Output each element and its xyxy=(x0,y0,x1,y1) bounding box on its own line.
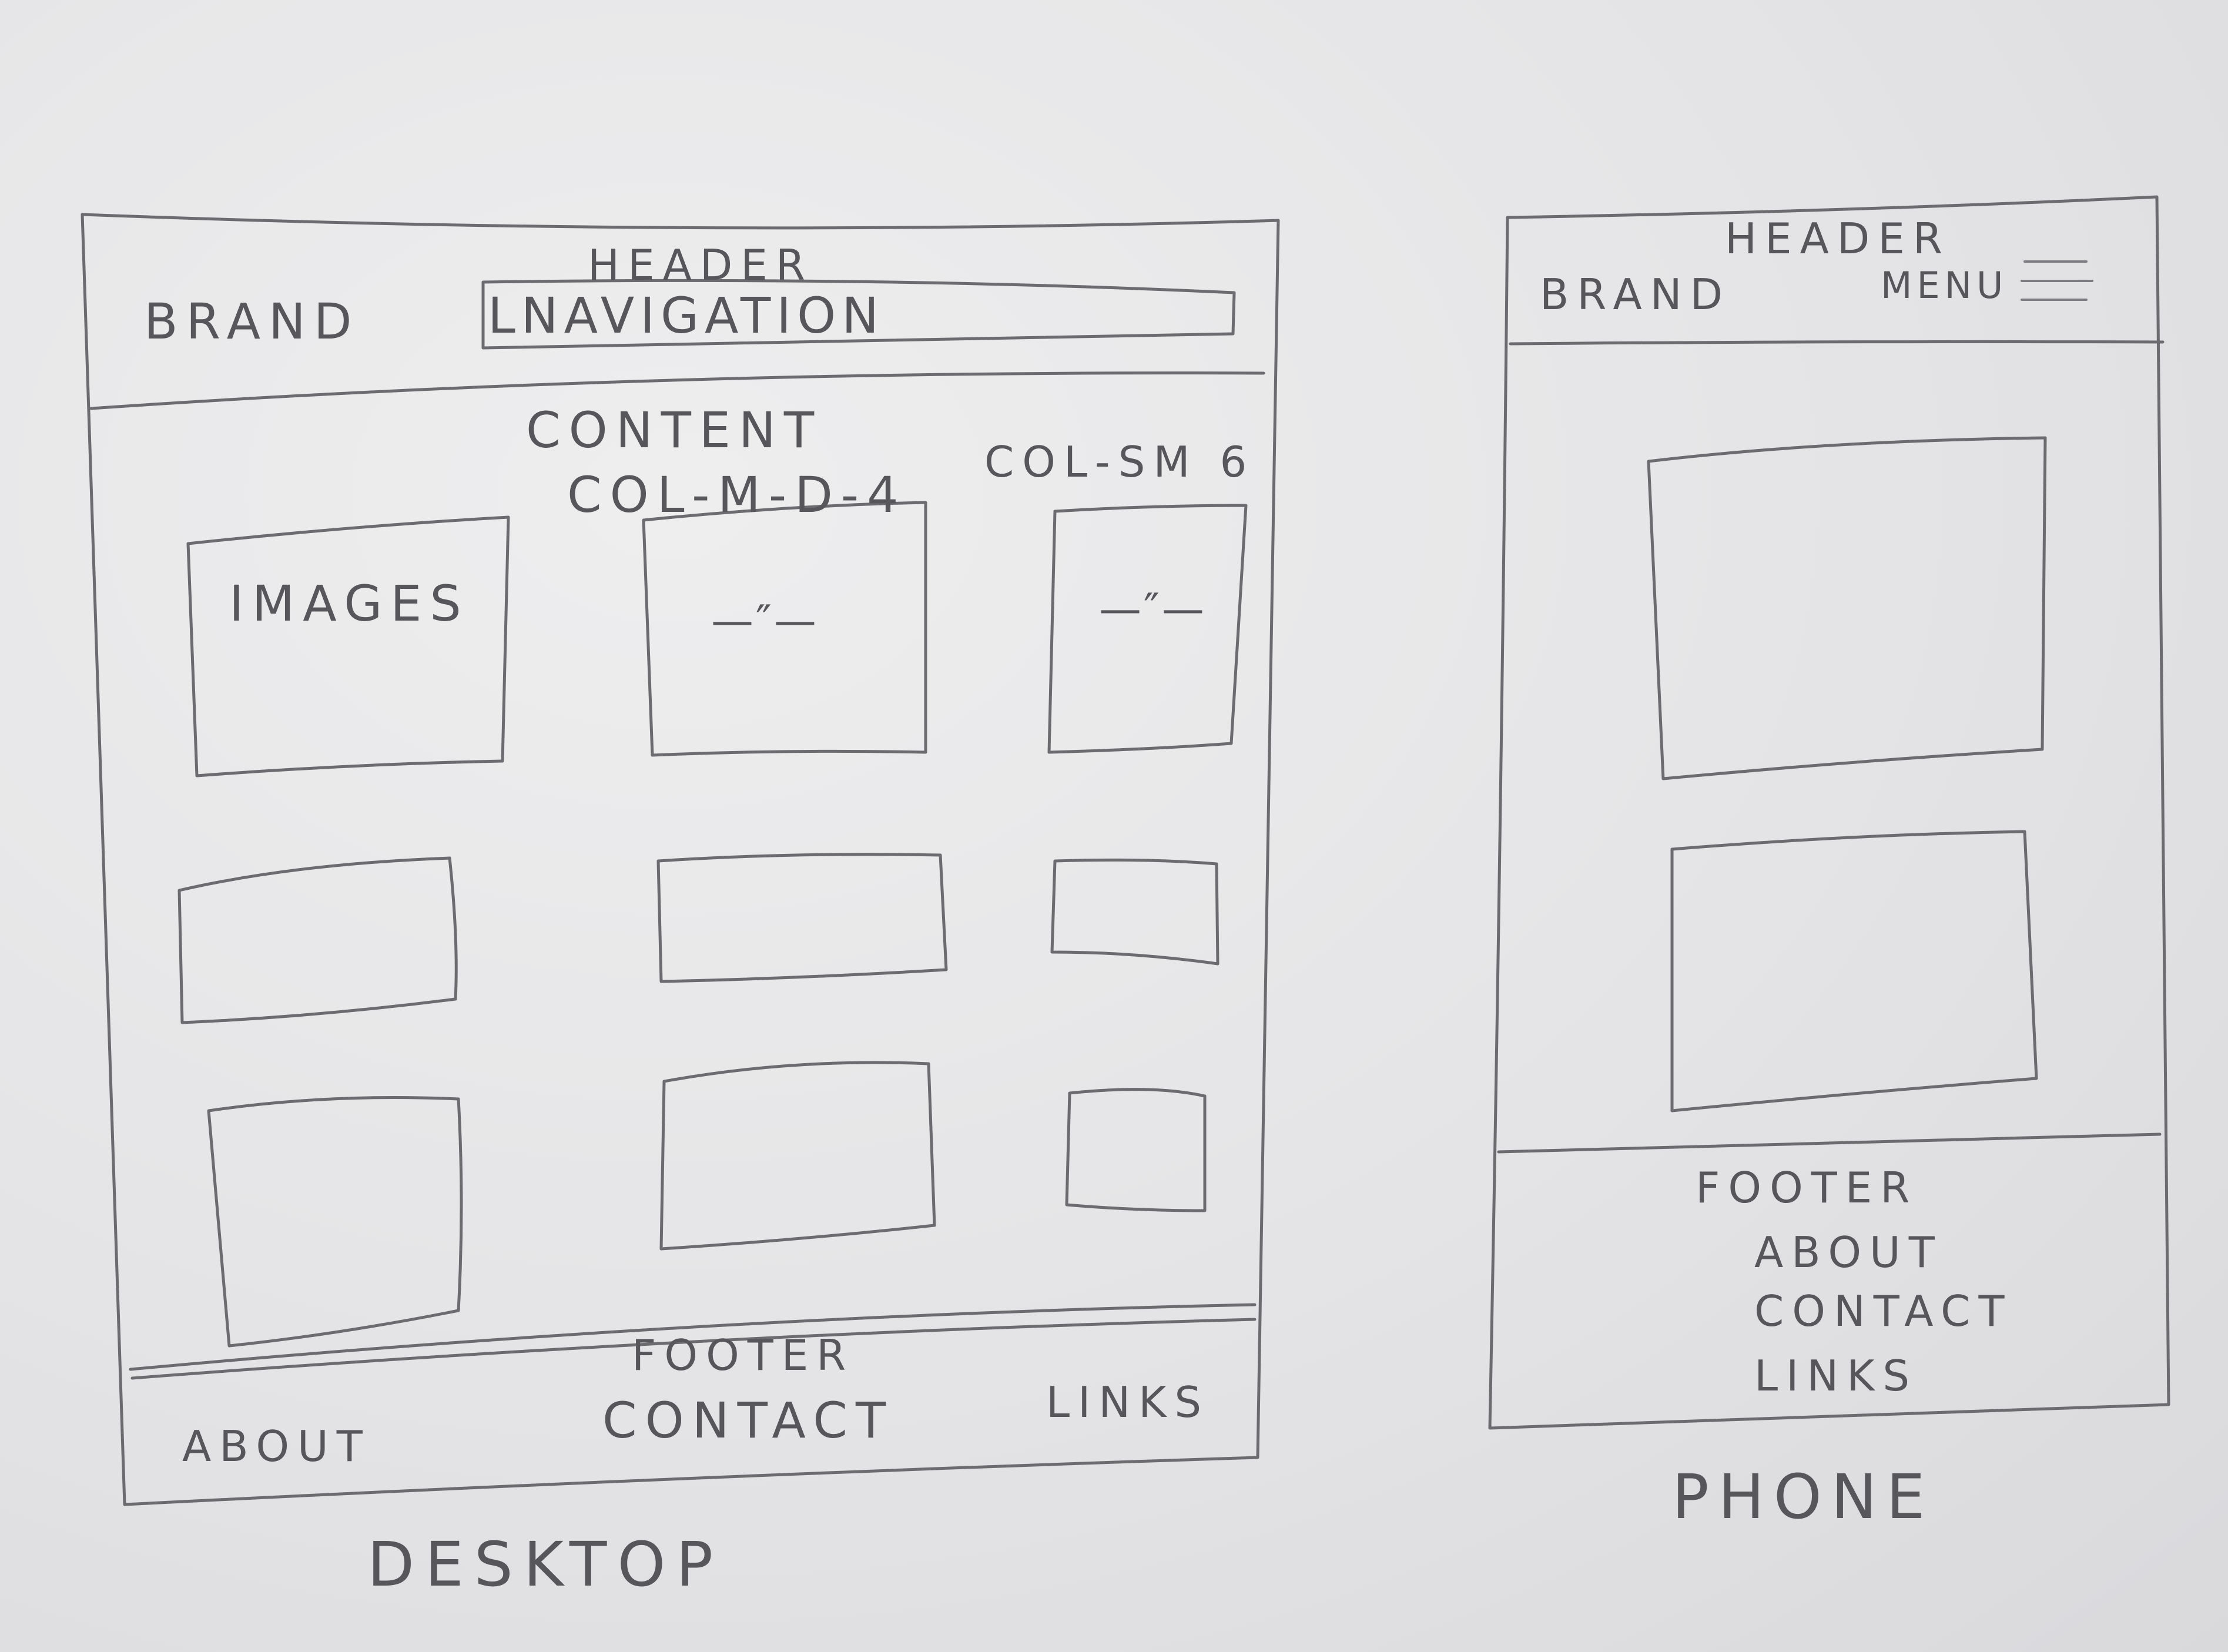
desktop-header-divider xyxy=(89,371,1265,410)
desktop-image-box-r3c3 xyxy=(1065,1088,1207,1212)
desktop-brand[interactable]: BRAND xyxy=(144,293,360,350)
phone-footer-title: FOOTER xyxy=(1696,1163,1918,1212)
desktop-image-box-r1c2 xyxy=(642,501,927,757)
desktop-image-box-r3c2 xyxy=(659,1061,936,1251)
desktop-footer-title: FOOTER xyxy=(632,1331,855,1380)
phone-footer-links[interactable]: LINKS xyxy=(1754,1351,1918,1400)
desktop-footer-divider-bottom xyxy=(130,1318,1257,1380)
desktop-ditto-mark-2: —″— xyxy=(1099,584,1207,634)
desktop-header-title: HEADER xyxy=(588,240,813,290)
phone-header-title: HEADER xyxy=(1725,214,1951,263)
desktop-content-title: CONTENT xyxy=(526,401,823,459)
phone-brand[interactable]: BRAND xyxy=(1540,270,1731,319)
phone-footer-about[interactable]: ABOUT xyxy=(1754,1228,1943,1277)
desktop-col-md-label: COL-M-D-4 xyxy=(567,466,907,524)
desktop-footer-contact[interactable]: CONTACT xyxy=(602,1392,894,1449)
desktop-image-box-r2c2 xyxy=(656,853,948,983)
desktop-footer-links[interactable]: LINKS xyxy=(1046,1378,1210,1427)
hamburger-menu-icon[interactable] xyxy=(2021,260,2093,301)
desktop-image-box-r3c1 xyxy=(207,1096,463,1348)
phone-header-divider xyxy=(1509,340,2165,346)
desktop-image-box-r1c3 xyxy=(1047,504,1248,754)
desktop-navigation[interactable]: LNAVIGATION xyxy=(488,287,885,344)
desktop-col-sm-label: COL-SM 6 xyxy=(984,437,1255,487)
desktop-footer-divider-top xyxy=(129,1303,1257,1371)
desktop-image-box-r1c1 xyxy=(186,515,510,778)
phone-footer-divider xyxy=(1497,1132,2162,1154)
desktop-image-box-r2c1 xyxy=(177,856,458,1024)
phone-image-box-2 xyxy=(1670,830,2038,1112)
desktop-images-label: IMAGES xyxy=(229,575,470,632)
phone-footer-contact[interactable]: CONTACT xyxy=(1754,1286,2013,1336)
desktop-image-box-r2c3 xyxy=(1050,858,1219,966)
desktop-navigation-box xyxy=(481,279,1236,350)
desktop-footer-about[interactable]: ABOUT xyxy=(182,1422,371,1471)
phone-menu-label[interactable]: MENU xyxy=(1881,264,2008,307)
phone-wireframe xyxy=(1488,195,2170,1430)
phone-caption: PHONE xyxy=(1672,1461,1935,1533)
phone-image-box-1 xyxy=(1647,436,2047,780)
desktop-caption: DESKTOP xyxy=(367,1529,724,1600)
desktop-frame xyxy=(81,213,1280,1506)
phone-frame xyxy=(1488,195,2170,1430)
desktop-ditto-mark-1: —″— xyxy=(711,596,819,645)
desktop-wireframe xyxy=(81,213,1280,1506)
